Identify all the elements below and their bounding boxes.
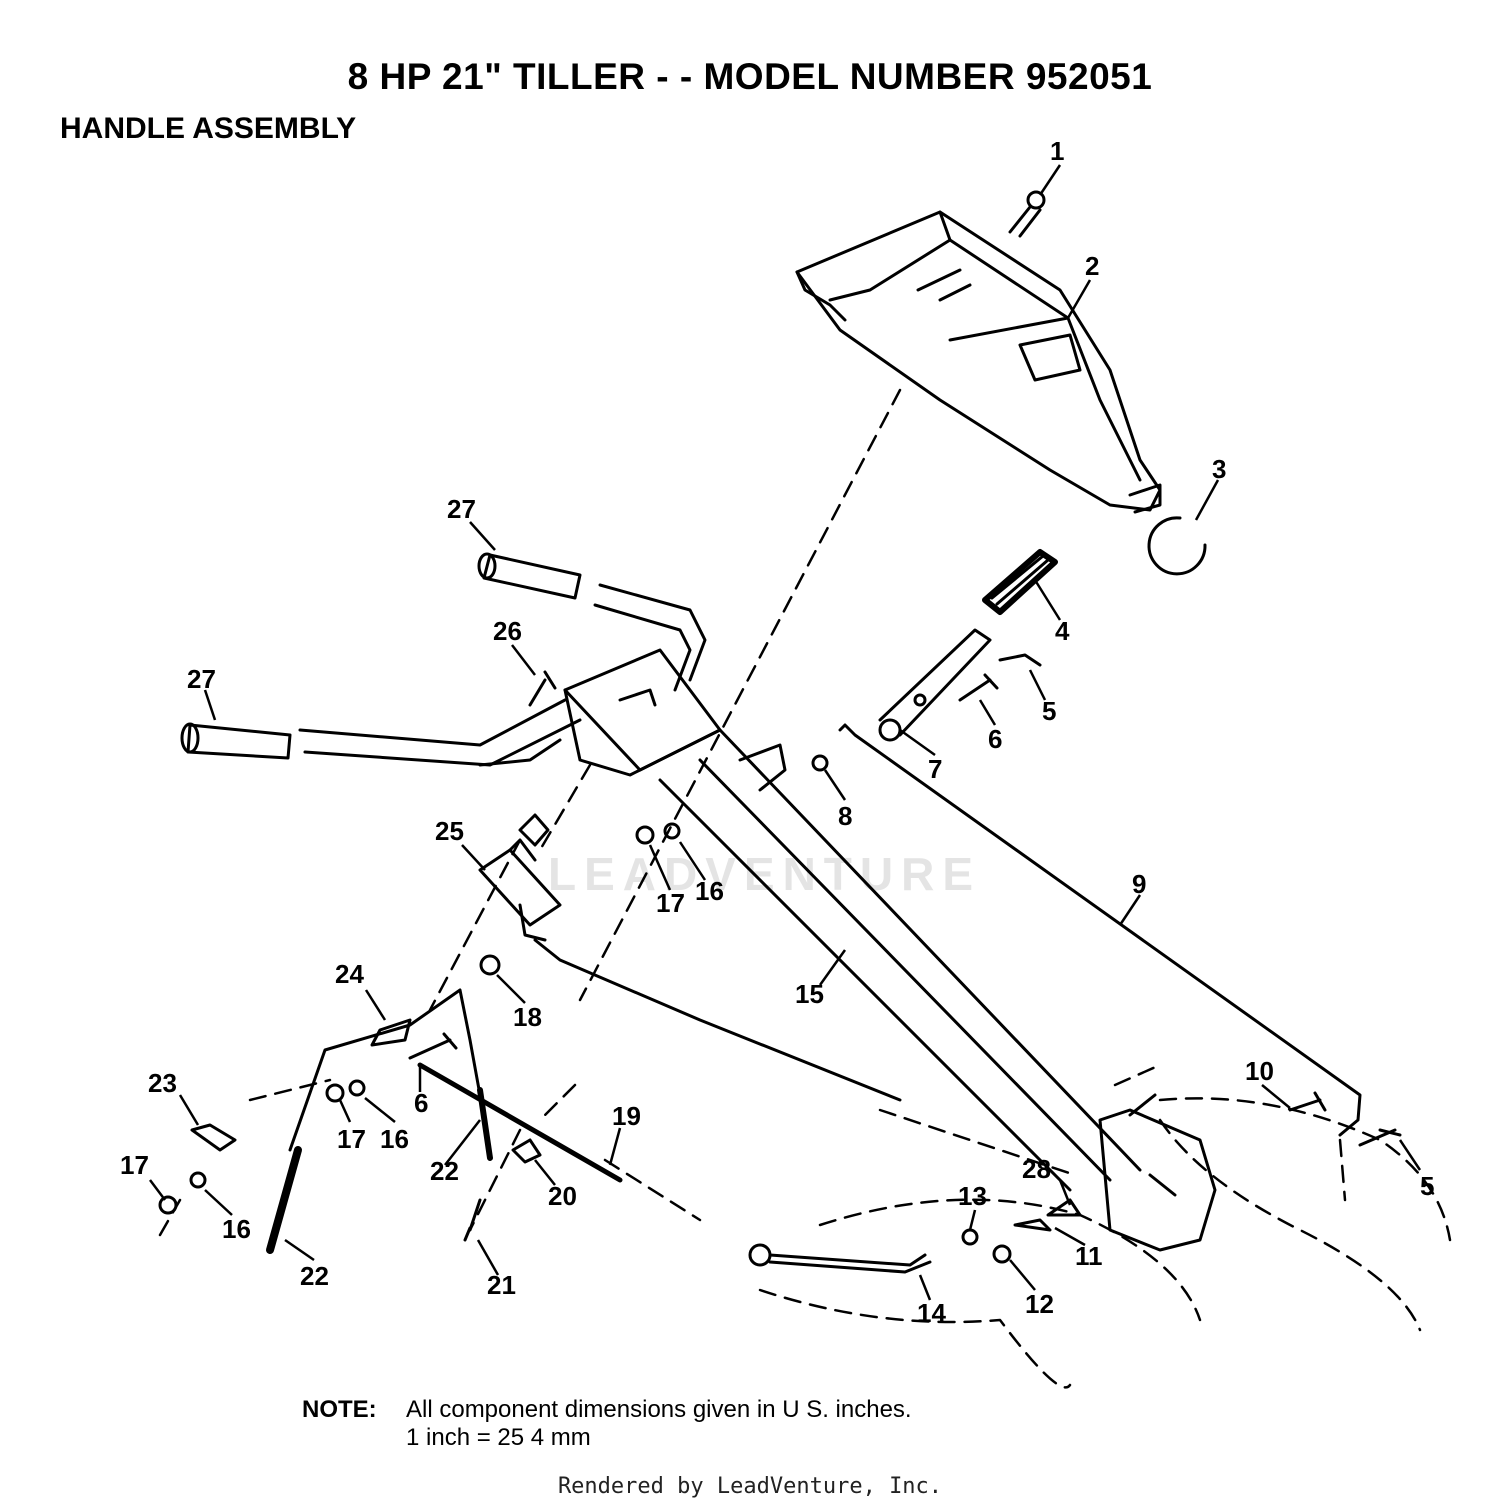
callout-28: 28 <box>1022 1154 1051 1184</box>
bolt-part-26 <box>528 670 557 707</box>
washer-part-13 <box>961 1228 979 1246</box>
note-block: NOTE: All component dimensions given in U… <box>302 1396 912 1452</box>
grip-part-upper <box>477 552 582 600</box>
key-part-11 <box>1013 1218 1052 1232</box>
depth-lever-part <box>748 1243 932 1274</box>
callout-17c: 17 <box>120 1150 149 1180</box>
callout-24: 24 <box>335 959 364 989</box>
callout-25: 25 <box>435 816 464 846</box>
handlebar-part <box>298 583 707 767</box>
callout-13: 13 <box>958 1181 987 1211</box>
callout-16a: 16 <box>695 876 724 906</box>
callout-16b: 16 <box>380 1124 409 1154</box>
washer-part-16a <box>663 822 681 840</box>
transmission-housing-part <box>1098 1093 1217 1252</box>
bolt-part-6 <box>958 673 999 702</box>
washer-part-16c <box>189 1171 207 1189</box>
callout-26: 26 <box>493 616 522 646</box>
callout-17b: 17 <box>337 1124 366 1154</box>
callout-12: 12 <box>1025 1289 1054 1319</box>
shift-lever-part <box>878 628 992 742</box>
washer-part-16b <box>348 1079 366 1097</box>
note-text: All component dimensions given in U S. i… <box>406 1396 912 1452</box>
handle-tube-part <box>638 728 1142 1192</box>
snap-ring-part <box>1147 516 1207 576</box>
callout-6b: 6 <box>414 1088 428 1118</box>
callout-19: 19 <box>612 1101 641 1131</box>
diagram-title: 8 HP 21" TILLER - - MODEL NUMBER 952051 <box>347 56 1153 97</box>
callout-14: 14 <box>917 1298 946 1328</box>
wing-nut-part-28 <box>1046 1198 1082 1217</box>
hairpin-part-5a <box>998 653 1042 667</box>
callout-22b: 22 <box>430 1156 459 1186</box>
callout-leaders <box>149 164 1422 1301</box>
callout-9: 9 <box>1132 869 1146 899</box>
clip-part-20 <box>511 1138 542 1164</box>
watermark: LEADVENTURE <box>548 848 981 900</box>
callout-16c: 16 <box>222 1214 251 1244</box>
hairpin-part-5b <box>1358 1128 1402 1147</box>
diagram-subtitle: HANDLE ASSEMBLY <box>60 112 357 145</box>
bolt-part-10 <box>1288 1091 1327 1112</box>
bolt-part-6b <box>408 1032 458 1060</box>
screw-part-1 <box>1008 190 1046 238</box>
callout-4: 4 <box>1055 616 1070 646</box>
callout-18: 18 <box>513 1002 542 1032</box>
nut-part-17a <box>635 825 655 845</box>
rod-part-19 <box>417 1062 623 1183</box>
note-label: NOTE: <box>302 1396 377 1423</box>
bushing-part-8 <box>811 754 829 772</box>
clutch-bail-part <box>288 988 492 1152</box>
callout-20: 20 <box>548 1181 577 1211</box>
callout-10: 10 <box>1245 1056 1274 1086</box>
callout-5a: 5 <box>1042 696 1056 726</box>
note-line-1: All component dimensions given in U S. i… <box>406 1396 912 1423</box>
callout-3: 3 <box>1212 454 1226 484</box>
shift-rod-part <box>838 723 1362 1137</box>
shift-grip-part <box>982 549 1058 615</box>
callout-17a: 17 <box>656 888 685 918</box>
bolt-part-21 <box>463 1198 482 1242</box>
callout-1: 1 <box>1050 136 1064 166</box>
nut-part-12 <box>992 1244 1012 1264</box>
callout-7: 7 <box>928 754 942 784</box>
note-line-2: 1 inch = 25 4 mm <box>406 1424 591 1451</box>
callout-11: 11 <box>1075 1241 1103 1271</box>
callout-5b: 5 <box>1420 1171 1434 1201</box>
callout-6a: 6 <box>988 724 1002 754</box>
spring-part-22a <box>266 1146 302 1254</box>
nut-part-18 <box>479 954 501 976</box>
console-cover-part <box>795 210 1162 514</box>
callout-15: 15 <box>795 979 824 1009</box>
callout-labels: 1 2 3 4 5 5 6 6 7 8 9 10 11 12 13 14 15 … <box>120 136 1434 1328</box>
callout-8: 8 <box>838 801 852 831</box>
grip-part-lower <box>180 722 292 760</box>
callout-27b: 27 <box>187 664 216 694</box>
callout-23: 23 <box>148 1068 177 1098</box>
dashed-outline-group <box>158 388 1452 1389</box>
nut-part-17b <box>325 1083 345 1103</box>
callout-2: 2 <box>1085 251 1099 281</box>
callout-21: 21 <box>487 1270 516 1300</box>
clip-part-23 <box>190 1123 237 1152</box>
footer-credit: Rendered by LeadVenture, Inc. <box>557 1474 943 1499</box>
callout-27a: 27 <box>447 494 476 524</box>
callout-22a: 22 <box>300 1261 329 1291</box>
clutch-cable-part <box>533 938 902 1102</box>
